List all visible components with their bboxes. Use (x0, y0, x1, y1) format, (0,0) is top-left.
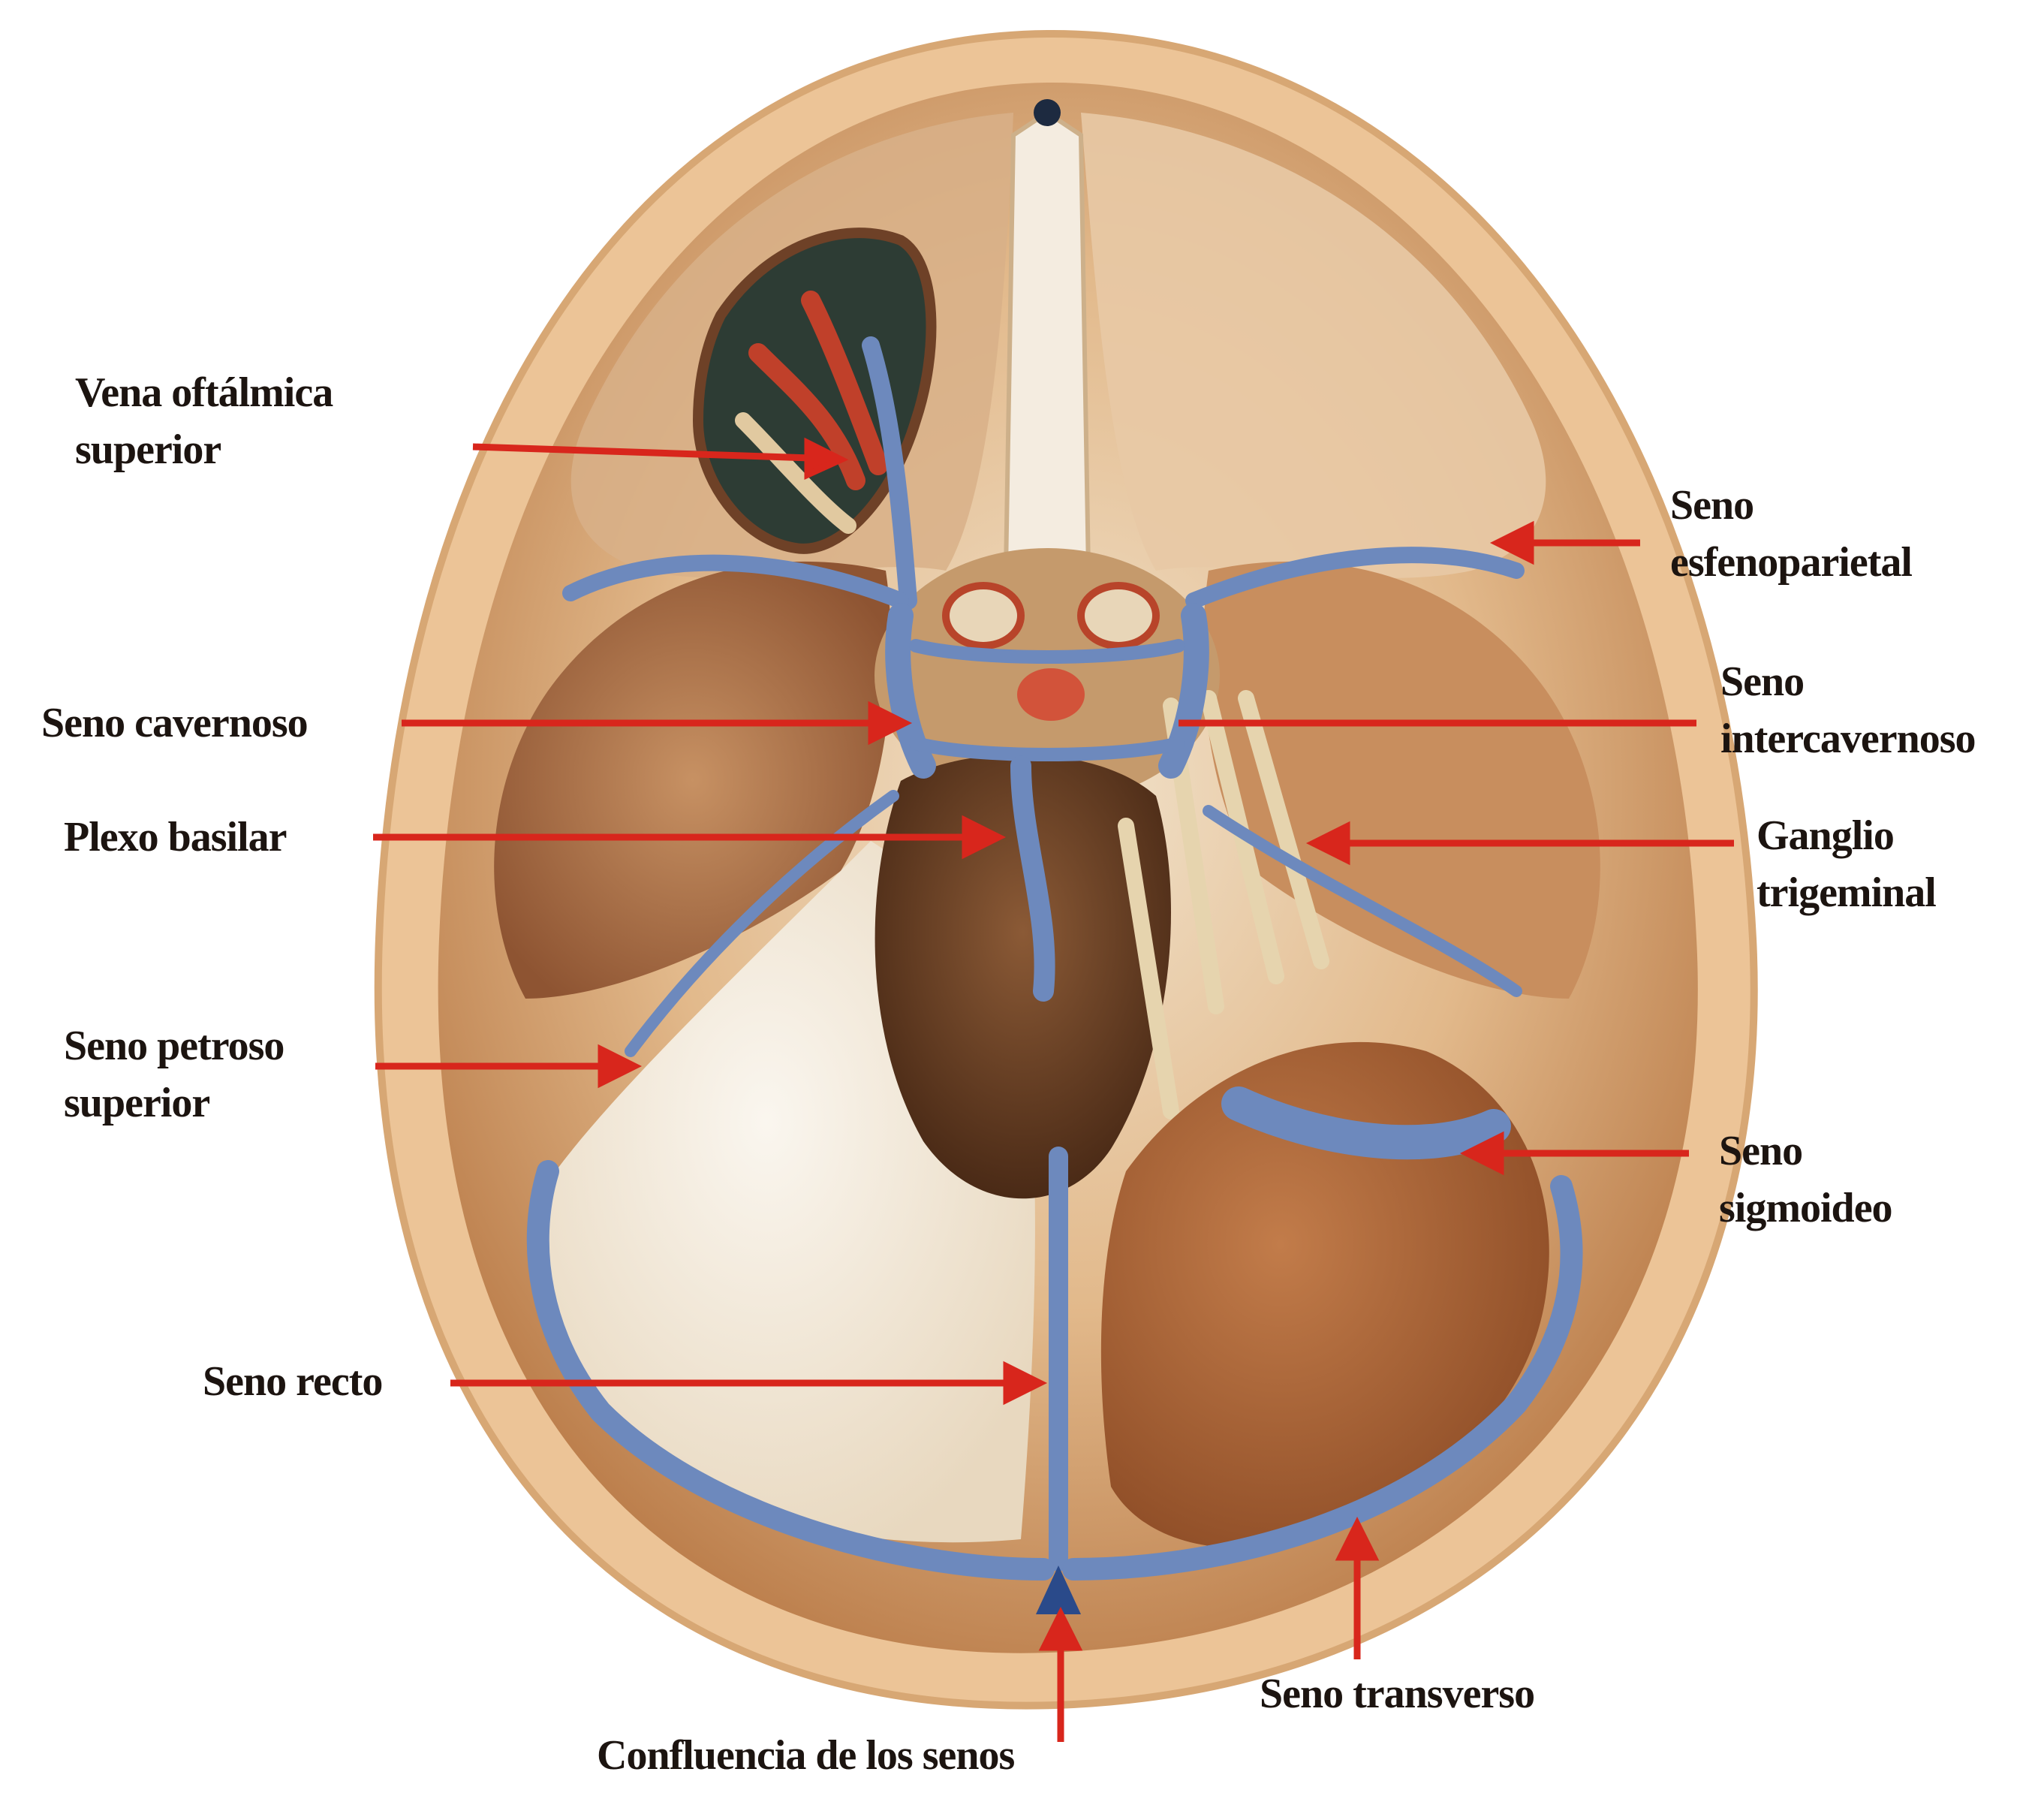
label-seno-intercavernoso: Seno intercavernoso (1720, 653, 1976, 767)
label-seno-esfenoparietal: Seno esfenoparietal (1670, 477, 1912, 591)
label-seno-recto: Seno recto (203, 1353, 382, 1410)
label-line: Seno (1719, 1123, 1892, 1180)
label-line: intercavernoso (1720, 710, 1976, 767)
carotid-left (946, 586, 1021, 646)
label-line: superior (64, 1074, 284, 1132)
label-seno-petroso-superior: Seno petroso superior (64, 1017, 284, 1132)
label-line: Confluencia de los senos (597, 1727, 1014, 1784)
carotid-right (1081, 586, 1156, 646)
label-line: Plexo basilar (64, 809, 287, 866)
crista-galli (1006, 113, 1088, 571)
pituitary (1017, 668, 1085, 721)
label-line: Seno transverso (1260, 1665, 1534, 1722)
label-line: Vena oftálmica (75, 364, 333, 421)
label-seno-cavernoso: Seno cavernoso (41, 695, 308, 752)
label-ganglio-trigeminal: Ganglio trigeminal (1757, 807, 1936, 921)
label-vena-oftalmica-superior: Vena oftálmica superior (75, 364, 333, 478)
label-seno-transverso: Seno transverso (1260, 1665, 1534, 1722)
label-line: Seno petroso (64, 1017, 284, 1074)
label-confluencia-de-los-senos: Confluencia de los senos (597, 1727, 1014, 1784)
label-line: sigmoideo (1719, 1180, 1892, 1237)
label-line: Seno (1720, 653, 1976, 710)
label-line: trigeminal (1757, 864, 1936, 921)
label-seno-sigmoideo: Seno sigmoideo (1719, 1123, 1892, 1237)
label-line: Seno recto (203, 1353, 382, 1410)
label-line: superior (75, 421, 333, 478)
label-line: esfenoparietal (1670, 534, 1912, 591)
label-line: Seno (1670, 477, 1912, 534)
foramen-caecum (1034, 99, 1061, 126)
label-line: Seno cavernoso (41, 695, 308, 752)
label-line: Ganglio (1757, 807, 1936, 864)
label-plexo-basilar: Plexo basilar (64, 809, 287, 866)
